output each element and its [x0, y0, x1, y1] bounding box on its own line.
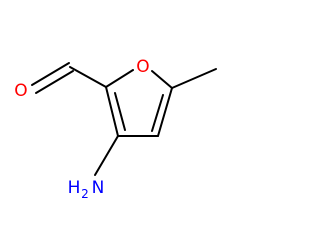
bond-aldehyde-co-2	[35, 70, 74, 94]
amino-n-label: N	[92, 178, 105, 198]
amino-h-label: H	[68, 178, 81, 198]
bond-c5-methyl	[171, 68, 217, 89]
bond-aldehyde-co-1	[31, 62, 70, 86]
bond-c5-c4-1	[157, 87, 173, 137]
molecule-drawing: O O H 2 N	[14, 57, 217, 201]
ring-oxygen-label: O	[136, 57, 149, 77]
bond-c2-o1	[105, 69, 134, 88]
bond-c3-n	[94, 135, 119, 176]
structure-canvas: O O H 2 N	[14, 57, 217, 201]
bond-c3-c2-2	[114, 92, 126, 131]
bond-aldehyde-c2	[69, 66, 107, 88]
bond-o1-c5	[151, 70, 173, 89]
bond-c5-c4-2	[151, 94, 164, 132]
bond-c3-c2-1	[105, 86, 119, 137]
amino-h-count-label: 2	[81, 187, 89, 201]
aldehyde-oxygen-label: O	[14, 81, 27, 101]
